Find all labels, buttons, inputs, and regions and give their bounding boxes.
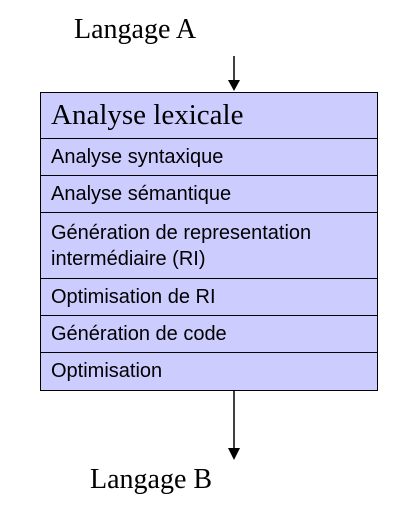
phase-syntax-analysis: Analyse syntaxique (41, 139, 377, 176)
compiler-phases-stack: Analyse lexicale Analyse syntaxique Anal… (40, 92, 378, 391)
arrow-down-icon (224, 56, 244, 92)
phase-lexical-analysis: Analyse lexicale (41, 93, 377, 139)
phase-ir-generation: Génération de representation intermédiai… (41, 213, 377, 279)
output-language-label: Langage B (90, 464, 213, 495)
phase-semantic-analysis: Analyse sémantique (41, 176, 377, 213)
phase-ir-optimisation: Optimisation de RI (41, 279, 377, 316)
phase-code-generation: Génération de code (41, 316, 377, 353)
arrow-down-icon (224, 390, 244, 462)
input-language-label: Langage A (74, 14, 197, 45)
phase-optimisation: Optimisation (51, 360, 163, 382)
